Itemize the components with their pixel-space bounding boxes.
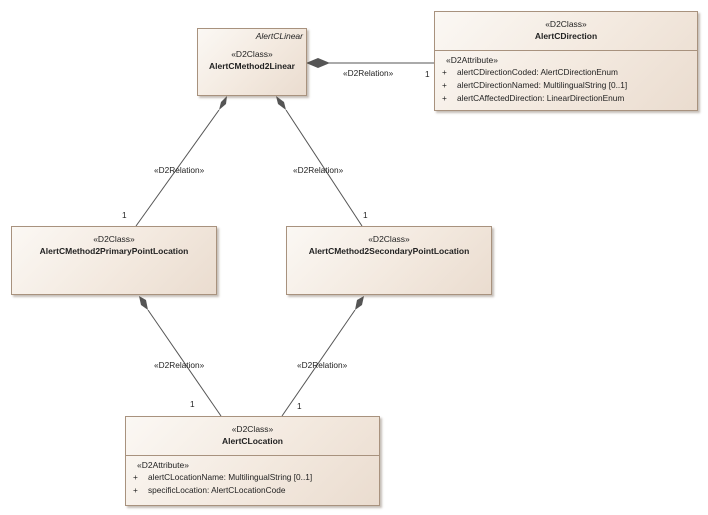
class-alertcmethod2linear[interactable]: AlertCLinear «D2Class» AlertCMethod2Line… [197, 28, 307, 96]
class-name: AlertCLocation [222, 436, 283, 446]
attribute-compartment: «D2Attribute» + alertCLocationName: Multi… [126, 456, 379, 497]
class-alertcdirection[interactable]: «D2Class» AlertCDirection «D2Attribute» … [434, 11, 698, 111]
attribute-row[interactable]: + alertCAffectedDirection: LinearDirectio… [442, 92, 697, 105]
relation-line-secondary-location[interactable] [281, 309, 356, 417]
compartment-divider [435, 50, 697, 51]
class-alertclocation[interactable]: «D2Class» AlertCLocation «D2Attribute» +… [125, 416, 380, 506]
relation-label-secondary-location: «D2Relation» [297, 360, 348, 370]
class-name: AlertCMethod2PrimaryPointLocation [39, 246, 189, 256]
relation-line-linear-primary[interactable] [135, 109, 220, 227]
composition-diamond-secondary-location [355, 296, 364, 310]
class-name: AlertCDirection [534, 31, 598, 41]
attribute-text: alertCAffectedDirection: LinearDirection… [457, 93, 625, 103]
visibility-marker: + [442, 67, 447, 77]
attribute-text: alertCLocationName: MultilingualString [… [148, 472, 313, 482]
attribute-stereotype: «D2Attribute» [446, 55, 498, 65]
composition-diamond-primary-location [139, 296, 148, 310]
class-stereotype: «D2Class» [545, 19, 587, 29]
multiplicity-linear-primary: 1 [122, 210, 127, 220]
compartment-divider [126, 455, 379, 456]
attribute-text: alertCDirectionNamed: MultilingualString… [457, 80, 628, 90]
visibility-marker: + [442, 80, 447, 90]
multiplicity-secondary-location: 1 [297, 401, 302, 411]
attribute-row[interactable]: + alertCLocationName: MultilingualString … [133, 471, 379, 484]
composition-diamond-linear-primary [219, 96, 227, 110]
composition-diamond-linear-secondary [276, 96, 286, 110]
attribute-row[interactable]: + alertCDirectionNamed: MultilingualStrin… [442, 79, 697, 92]
relation-label-linear-direction: «D2Relation» [343, 68, 394, 78]
attribute-row[interactable]: + specificLocation: AlertCLocationCode [133, 484, 379, 497]
attribute-text: alertCDirectionCoded: AlertCDirectionEnu… [457, 67, 618, 77]
relation-line-primary-location[interactable] [147, 309, 222, 417]
relation-label-linear-primary: «D2Relation» [154, 165, 205, 175]
relation-label-linear-secondary: «D2Relation» [293, 165, 344, 175]
class-alertcmethod2secondarypointlocation[interactable]: «D2Class» AlertCMethod2SecondaryPointLoc… [286, 226, 492, 295]
class-stereotype: «D2Class» [231, 424, 274, 434]
class-stereotype: «D2Class» [231, 49, 273, 59]
relation-line-linear-secondary[interactable] [285, 109, 363, 227]
class-name: AlertCMethod2Linear [209, 61, 295, 71]
multiplicity-linear-secondary: 1 [363, 210, 368, 220]
attribute-row[interactable]: + alertCDirectionCoded: AlertCDirectionEn… [442, 66, 697, 79]
attribute-compartment: «D2Attribute» + alertCDirectionCoded: Ale… [435, 51, 697, 105]
relation-label-primary-location: «D2Relation» [154, 360, 205, 370]
class-stereotype: «D2Class» [368, 234, 410, 244]
multiplicity-primary-location: 1 [190, 399, 195, 409]
class-name: AlertCMethod2SecondaryPointLocation [308, 246, 470, 256]
class-tag: AlertCLinear [255, 31, 303, 41]
visibility-marker: + [442, 93, 447, 103]
composition-diamond-linear-direction [306, 58, 330, 68]
visibility-marker: + [133, 485, 138, 495]
multiplicity-linear-direction: 1 [425, 69, 430, 79]
visibility-marker: + [133, 472, 138, 482]
attribute-text: specificLocation: AlertCLocationCode [148, 485, 286, 495]
attribute-stereotype: «D2Attribute» [137, 460, 189, 470]
class-alertcmethod2primarypointlocation[interactable]: «D2Class» AlertCMethod2PrimaryPointLocat… [11, 226, 217, 295]
class-stereotype: «D2Class» [93, 234, 135, 244]
